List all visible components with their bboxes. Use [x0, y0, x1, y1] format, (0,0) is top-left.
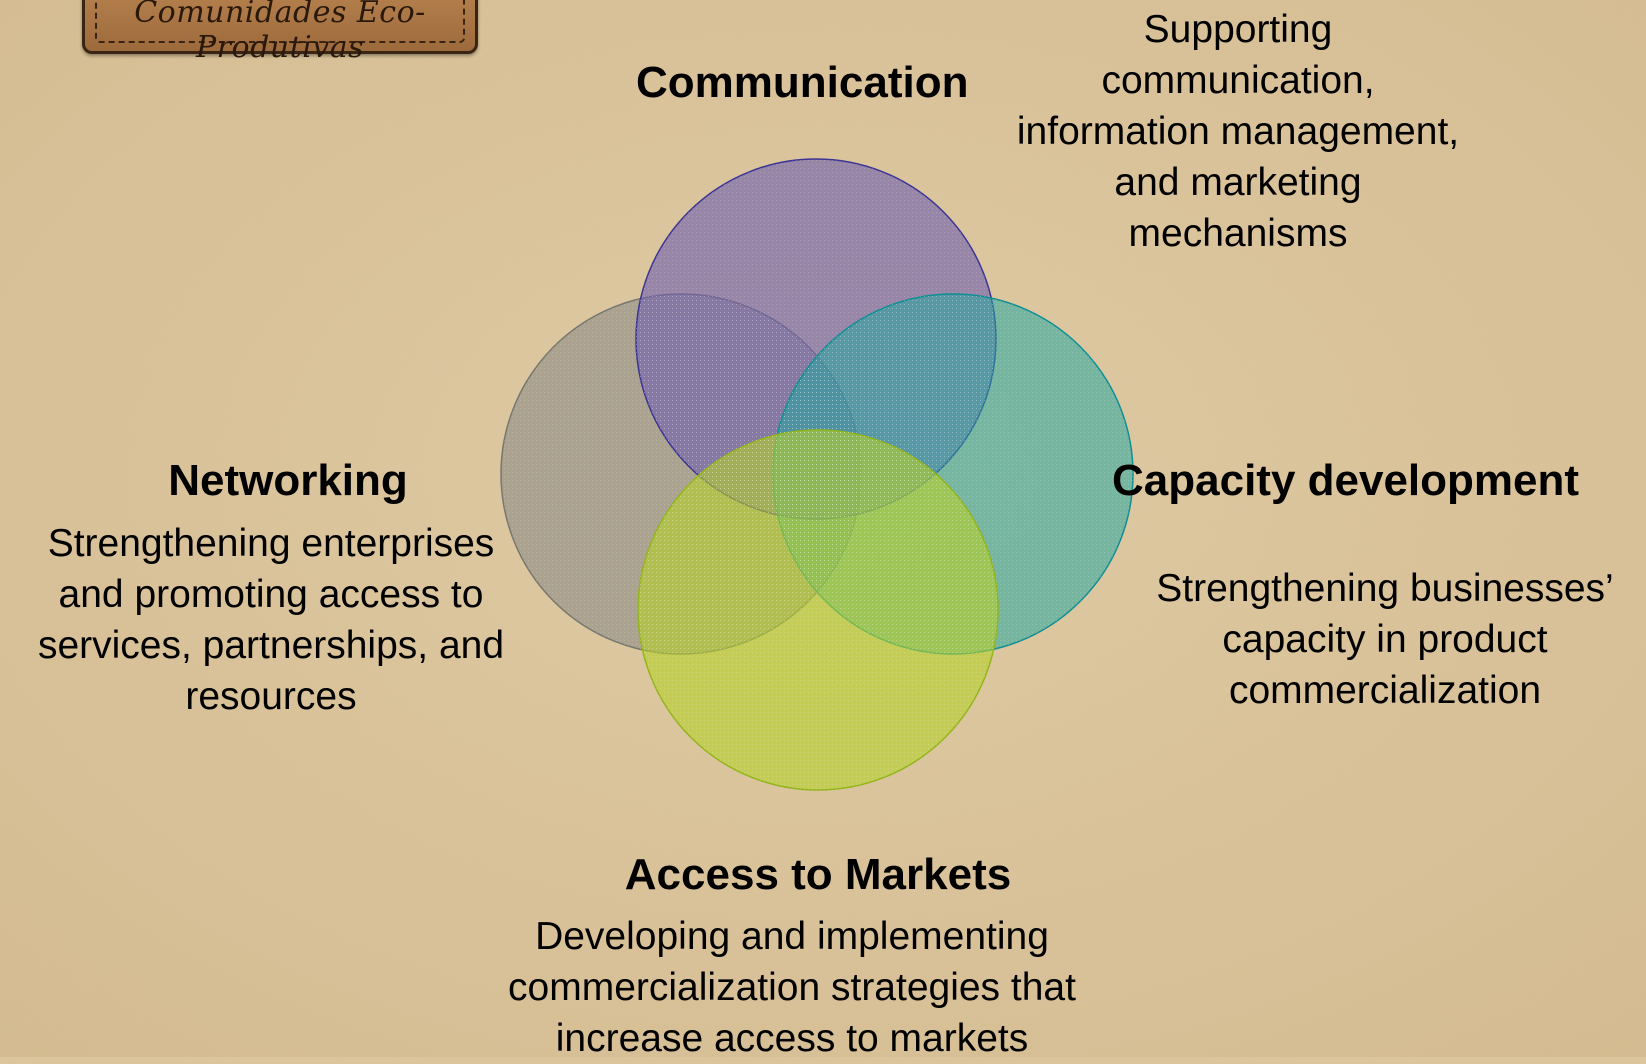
- capacity-development-title: Capacity development: [1112, 456, 1580, 505]
- logo-badge: Comunidades Eco-Produtivas: [82, 0, 478, 65]
- circle-screen-texture: [501, 159, 1133, 790]
- access-to-markets-title: Access to Markets: [624, 850, 1012, 899]
- capacity-development-description: Strengthening businesses’ capacity in pr…: [1156, 567, 1614, 712]
- networking-description: Strengthening enterprises and promoting …: [37, 522, 505, 718]
- access-to-markets-description: Developing and implementing commercializ…: [508, 915, 1076, 1060]
- communication-title: Communication: [636, 58, 969, 107]
- logo-badge-stitching: [95, 0, 465, 43]
- communication-description: Supporting communication, information ma…: [1016, 8, 1460, 255]
- networking-title: Networking: [168, 456, 408, 505]
- logo-text: Comunidades Eco-Produtivas: [134, 0, 426, 65]
